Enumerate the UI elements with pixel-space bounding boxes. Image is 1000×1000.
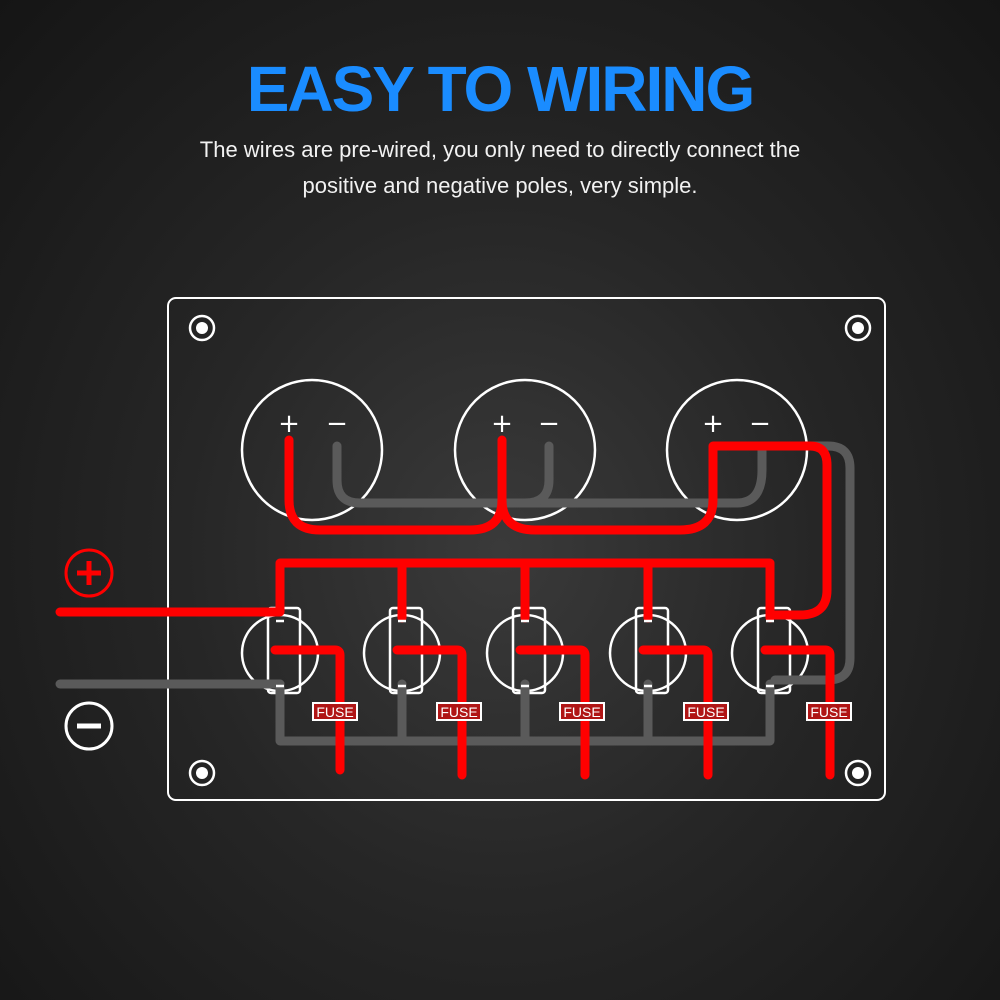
plus-circle-icon <box>64 548 114 598</box>
socket-2-plus-label: + <box>491 409 513 439</box>
svg-text:FUSE: FUSE <box>440 704 477 720</box>
mounting-screw-icon <box>844 314 872 342</box>
subtitle-line-2: positive and negative poles, very simple… <box>302 173 698 198</box>
socket-2-minus-label: − <box>538 409 560 439</box>
svg-text:FUSE: FUSE <box>316 704 353 720</box>
mounting-screw-icon <box>188 759 216 787</box>
fuse-label: FUSE <box>806 702 852 721</box>
fuse-label: FUSE <box>683 702 729 721</box>
socket-3-plus-label: + <box>702 409 724 439</box>
page-title: EASY TO WIRING <box>246 53 756 125</box>
mounting-screw-icon <box>188 314 216 342</box>
socket-1-plus-label: + <box>278 409 300 439</box>
fuse-label: FUSE <box>312 702 358 721</box>
fuse-label: FUSE <box>559 702 605 721</box>
fuse-label: FUSE <box>436 702 482 721</box>
negative-wiring <box>55 441 855 746</box>
socket-1-minus-label: − <box>326 409 348 439</box>
positive-wiring <box>55 435 835 780</box>
switch-terminal-marks <box>276 619 774 688</box>
svg-text:FUSE: FUSE <box>687 704 724 720</box>
switch-panel <box>167 297 886 801</box>
minus-circle-icon <box>64 701 114 751</box>
mounting-screw-icon <box>844 759 872 787</box>
socket-3-minus-label: − <box>749 409 771 439</box>
svg-text:FUSE: FUSE <box>563 704 600 720</box>
svg-text:FUSE: FUSE <box>810 704 847 720</box>
socket-2 <box>453 378 597 522</box>
socket-1 <box>240 378 384 522</box>
subtitle-line-1: The wires are pre-wired, you only need t… <box>199 137 801 162</box>
